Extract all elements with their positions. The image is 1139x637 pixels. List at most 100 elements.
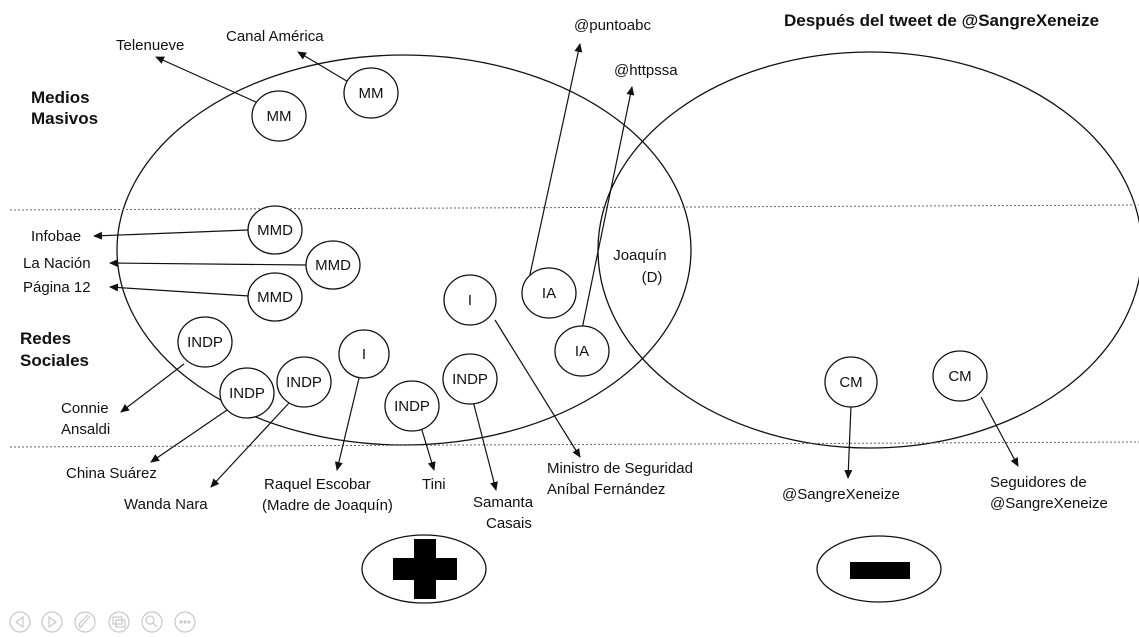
section-medios-line2: Masivos [31, 109, 98, 128]
node-cm-sangre [824, 356, 878, 408]
arrow-i-ministro [494, 319, 581, 458]
node-indp-tini [384, 380, 440, 432]
label-connie: Connie Ansaldi [61, 400, 113, 438]
node-mm-canal-america [343, 67, 399, 119]
minus-bar [850, 562, 910, 579]
arrow-indp-tini [420, 426, 436, 471]
label-ministro-line1: Ministro de Seguridad [547, 460, 693, 477]
node-label: CM [839, 374, 862, 391]
slides-icon[interactable] [108, 611, 130, 633]
label-infobae: Infobae [31, 228, 81, 245]
label-puntoabc: @puntoabc [574, 17, 651, 34]
arrow-i-raquel [334, 373, 361, 471]
label-connie-line2: Ansaldi [61, 421, 110, 438]
arrow-cm-sangre [844, 405, 853, 479]
arrow-indp-wanda [210, 402, 290, 488]
plus-symbol [361, 534, 487, 604]
label-pagina12: Página 12 [23, 279, 91, 296]
joaquin-line2: (D) [642, 269, 663, 286]
label-samanta-line1: Samanta [473, 494, 534, 511]
node-mmd-pagina12 [247, 272, 303, 322]
minus-symbol [816, 535, 942, 603]
section-redes-sociales: Redes Sociales [20, 329, 89, 370]
node-mmd-la-nacion [305, 240, 361, 290]
node-i-ministro [443, 274, 497, 326]
section-redes-line1: Redes [20, 329, 71, 348]
diagram-title: Después del tweet de @SangreXeneize [784, 11, 1099, 30]
node-label: CM [948, 368, 971, 385]
node-label: INDP [229, 385, 265, 402]
previous-icon[interactable] [9, 611, 31, 633]
arrow-ia-puntoabc [528, 43, 583, 280]
label-raquel: Raquel Escobar (Madre de Joaquín) [262, 476, 393, 514]
node-mmd-infobae [247, 205, 303, 255]
node-label: INDP [394, 398, 430, 415]
node-label: IA [575, 343, 589, 360]
label-canal-america: Canal América [226, 28, 324, 45]
node-label: MMD [315, 257, 351, 274]
node-label: I [362, 346, 366, 363]
section-medios-masivos: Medios Masivos [31, 88, 98, 128]
arrow-mmd-pagina12 [109, 283, 250, 297]
node-label: IA [542, 285, 556, 302]
pen-icon[interactable] [74, 611, 96, 633]
section-redes-line2: Sociales [20, 351, 89, 370]
label-ministro-line2: Aníbal Fernández [547, 481, 665, 498]
node-indp-connie [177, 316, 233, 368]
arrow-indp-samanta [472, 400, 498, 491]
label-sangre: @SangreXeneize [782, 486, 900, 503]
separator-top [9, 204, 1139, 211]
label-ministro: Ministro de Seguridad Aníbal Fernández [547, 460, 697, 498]
arrows [93, 43, 1019, 491]
node-mm-telenueve [251, 90, 307, 142]
node-cm-seguidores [932, 350, 988, 402]
arrow-mm-canal-america [297, 51, 351, 84]
label-la-nacion: La Nación [23, 255, 91, 272]
node-label: MMD [257, 222, 293, 239]
node-i-raquel [338, 329, 390, 379]
positive-ellipse [116, 54, 692, 446]
arrow-ia-httpssa [580, 86, 635, 335]
node-label: INDP [286, 374, 322, 391]
node-label: MM [267, 108, 292, 125]
label-samanta-line2: Casais [486, 515, 532, 532]
node-label: I [468, 292, 472, 309]
separator-bottom [9, 441, 1139, 448]
label-raquel-line2: (Madre de Joaquín) [262, 497, 393, 514]
joaquin-label: Joaquín (D) [613, 247, 671, 286]
label-seguidores-line1: Seguidores de [990, 474, 1087, 491]
joaquin-line1: Joaquín [613, 247, 666, 264]
node-label: INDP [452, 371, 488, 388]
label-wanda: Wanda Nara [124, 496, 208, 513]
arrow-mm-telenueve [155, 56, 259, 104]
arrow-cm-seguidores [980, 396, 1019, 467]
zoom-icon[interactable] [141, 611, 163, 633]
minus-ellipse [816, 535, 942, 603]
node-label: MM [359, 85, 384, 102]
label-china: China Suárez [66, 465, 157, 482]
arrow-indp-china [150, 407, 231, 463]
node-label: MMD [257, 289, 293, 306]
arrow-indp-connie [120, 363, 185, 413]
more-icon[interactable] [174, 611, 196, 633]
node-label: INDP [187, 334, 223, 351]
node-indp-wanda [276, 356, 332, 408]
label-httpssa: @httpssa [614, 62, 678, 79]
label-raquel-line1: Raquel Escobar [264, 476, 371, 493]
label-connie-line1: Connie [61, 400, 109, 417]
section-medios-line1: Medios [31, 88, 90, 107]
plus-ellipse [361, 534, 487, 604]
label-tini: Tini [422, 476, 446, 493]
node-ia-puntoabc [521, 267, 577, 319]
arrow-mmd-la-nacion [109, 259, 308, 268]
node-indp-samanta [442, 353, 498, 405]
node-indp-china [219, 367, 275, 419]
label-seguidores-line2: @SangreXeneize [990, 495, 1108, 512]
label-seguidores: Seguidores de @SangreXeneize [990, 474, 1108, 512]
label-telenueve: Telenueve [116, 37, 184, 54]
plus-bar-vertical [414, 539, 436, 599]
label-samanta: Samanta Casais [473, 494, 537, 532]
arrow-mmd-infobae [93, 229, 249, 240]
next-icon[interactable] [41, 611, 63, 633]
